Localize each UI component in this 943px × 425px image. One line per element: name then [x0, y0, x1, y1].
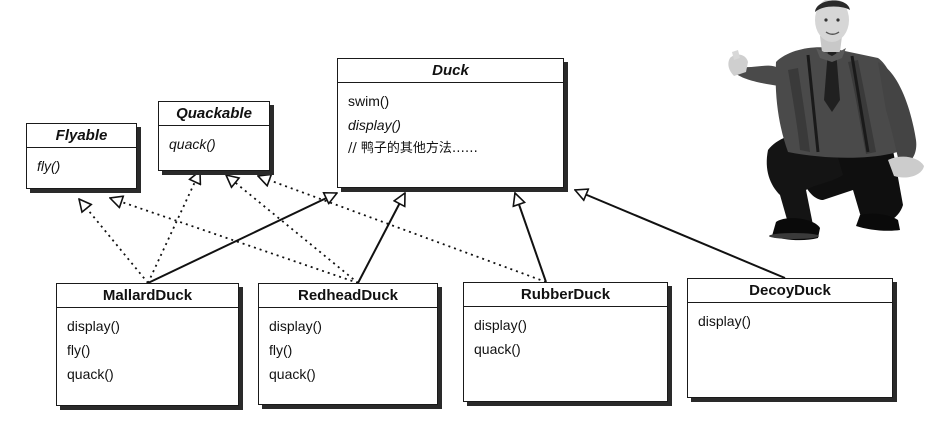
quackable-title: Quackable	[159, 102, 269, 126]
mallard-title: MallardDuck	[57, 284, 238, 308]
mallard-method-fly: fly()	[67, 342, 91, 358]
redhead-extends-duck	[357, 193, 406, 284]
duck-title: Duck	[338, 59, 563, 83]
decoy-methods: display()	[688, 303, 892, 333]
redhead-methods: display() fly() quack()	[259, 308, 437, 386]
decoy-method-display: display()	[698, 313, 751, 329]
decoy-extends-duck	[575, 190, 786, 279]
quackable-interface: Quackable quack()	[158, 101, 270, 171]
duck-other-methods-comment: // 鸭子的其他方法……	[348, 141, 478, 156]
mallard-duck-class: MallardDuck display() fly() quack()	[56, 283, 239, 406]
duck-class: Duck swim() display() // 鸭子的其他方法……	[337, 58, 564, 188]
mallard-implements-quackable	[147, 171, 200, 284]
mallard-methods: display() fly() quack()	[57, 308, 238, 386]
flyable-interface: Flyable fly()	[26, 123, 137, 189]
crouching-man-illustration	[728, 0, 924, 241]
rubber-method-quack: quack()	[474, 341, 521, 357]
quackable-methods: quack()	[159, 126, 269, 156]
flyable-method-fly: fly()	[37, 158, 61, 174]
decoy-title: DecoyDuck	[688, 279, 892, 303]
redhead-method-quack: quack()	[269, 366, 316, 382]
redhead-implements-quackable	[226, 175, 359, 284]
redhead-duck-class: RedheadDuck display() fly() quack()	[258, 283, 438, 405]
rubber-extends-duck	[515, 193, 547, 283]
mallard-implements-flyable	[79, 199, 149, 284]
rubber-methods: display() quack()	[464, 307, 667, 361]
duck-method-swim: swim()	[348, 93, 390, 109]
rubber-title: RubberDuck	[464, 283, 667, 307]
quackable-method-quack: quack()	[169, 136, 216, 152]
decoy-duck-class: DecoyDuck display()	[687, 278, 893, 398]
duck-method-display: display()	[348, 117, 401, 133]
redhead-implements-flyable	[110, 198, 359, 284]
duck-methods: swim() display() // 鸭子的其他方法……	[338, 83, 563, 161]
redhead-method-fly: fly()	[269, 342, 293, 358]
mallard-method-quack: quack()	[67, 366, 114, 382]
rubber-implements-quackable	[258, 176, 547, 283]
rubber-method-display: display()	[474, 317, 527, 333]
mallard-extends-duck	[147, 193, 337, 284]
mallard-method-display: display()	[67, 318, 120, 334]
redhead-title: RedheadDuck	[259, 284, 437, 308]
rubber-duck-class: RubberDuck display() quack()	[463, 282, 668, 402]
flyable-title: Flyable	[27, 124, 136, 148]
redhead-method-display: display()	[269, 318, 322, 334]
flyable-methods: fly()	[27, 148, 136, 178]
